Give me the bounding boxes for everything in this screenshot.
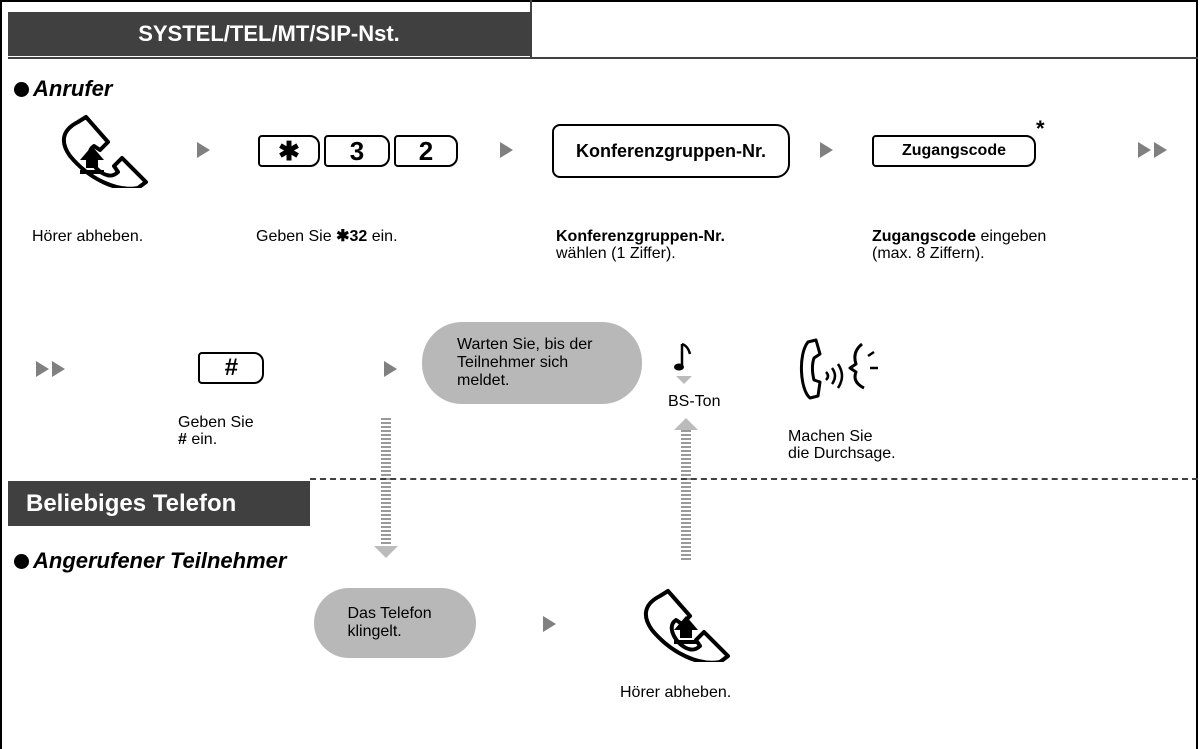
signal-up-connector xyxy=(681,430,691,560)
arrow-icon xyxy=(543,616,556,632)
conference-number-label: Konferenzgruppen-Nr. xyxy=(575,140,766,161)
double-arrow-icon xyxy=(1154,142,1167,158)
double-arrow-icon xyxy=(36,361,49,377)
dial-prefix: Geben Sie xyxy=(256,228,337,245)
key-3: 3 xyxy=(324,135,390,167)
hash-rest: ein. xyxy=(186,431,218,448)
footer-title: Beliebiges Telefon xyxy=(8,481,310,526)
step-lift-handset: Hörer abheben. xyxy=(32,228,144,245)
step-conference-number: Konferenzgruppen-Nr. wählen (1 Ziffer). xyxy=(556,228,725,262)
dial-suffix: ein. xyxy=(367,228,398,245)
section-called-label: Angerufener Teilnehmer xyxy=(33,548,287,573)
arrow-icon xyxy=(197,142,210,158)
section-separator xyxy=(310,478,1198,480)
access-code-label: Zugangscode xyxy=(901,142,1006,159)
conference-bold: Konferenzgruppen-Nr. xyxy=(556,228,725,245)
step-lift-handset-called: Hörer abheben. xyxy=(620,684,732,701)
arrow-icon xyxy=(820,142,833,158)
asterisk-note: * xyxy=(1036,116,1045,141)
handset-lift-icon xyxy=(643,589,730,662)
wait-bubble: Warten Sie, bis der Teilnehmer sich meld… xyxy=(422,322,642,404)
dial-code: 32 xyxy=(349,228,368,245)
down-arrow-icon xyxy=(374,546,398,558)
key-star-label: ✱ xyxy=(278,135,300,166)
arrow-icon xyxy=(500,142,513,158)
announce-line1: Machen Sie xyxy=(788,428,873,445)
hash-line1: Geben Sie xyxy=(178,414,254,431)
section-caller-label: Anrufer xyxy=(33,76,113,101)
step-enter-hash: Geben Sie # ein. xyxy=(178,414,254,448)
wait-bubble-text: Warten Sie, bis der Teilnehmer sich meld… xyxy=(457,336,593,389)
ringing-bubble-text: Das Telefon klingelt. xyxy=(347,605,432,640)
key-3-label: 3 xyxy=(349,135,365,166)
conference-rest: wählen (1 Ziffer). xyxy=(556,245,676,262)
announce-line2: die Durchsage. xyxy=(788,445,896,462)
key-star: ✱ xyxy=(258,135,320,167)
tone-label: BS-Ton xyxy=(668,393,721,410)
step-dial-code: Geben Sie ✱32 ein. xyxy=(256,228,398,245)
bullet-icon xyxy=(14,553,29,569)
conference-number-box: Konferenzgruppen-Nr. xyxy=(552,124,790,178)
double-arrow-icon xyxy=(1138,142,1151,158)
header-rule xyxy=(8,57,1198,59)
double-arrow-icon xyxy=(52,361,65,377)
key-hash-label: # xyxy=(224,354,238,381)
access-bold: Zugangscode xyxy=(872,228,977,245)
key-2-label: 2 xyxy=(418,135,434,166)
up-arrow-icon xyxy=(674,418,698,430)
music-note-icon xyxy=(674,342,692,384)
bullet-icon xyxy=(14,81,29,97)
header-divider xyxy=(530,0,532,57)
header-title: SYSTEL/TEL/MT/SIP-Nst. xyxy=(8,12,530,56)
section-called: Angerufener Teilnehmer xyxy=(14,548,286,574)
section-caller: Anrufer xyxy=(14,76,112,102)
signal-down-connector xyxy=(381,418,391,548)
hash-bold: # xyxy=(178,431,187,448)
ringing-bubble: Das Telefon klingelt. xyxy=(314,588,476,658)
step-access-code: Zugangscode eingeben (max. 8 Ziffern). xyxy=(872,228,1046,262)
arrow-icon xyxy=(384,361,397,377)
dial-star: ✱ xyxy=(336,228,350,245)
access-code-box: Zugangscode xyxy=(872,135,1036,167)
key-hash: # xyxy=(198,352,264,384)
handset-lift-icon xyxy=(61,115,148,188)
announcement-icon xyxy=(799,338,878,400)
step-announce: Machen Sie die Durchsage. xyxy=(788,428,896,462)
key-2: 2 xyxy=(394,135,458,167)
access-rest-1: eingeben xyxy=(976,228,1047,245)
access-rest-2: (max. 8 Ziffern). xyxy=(872,245,985,262)
